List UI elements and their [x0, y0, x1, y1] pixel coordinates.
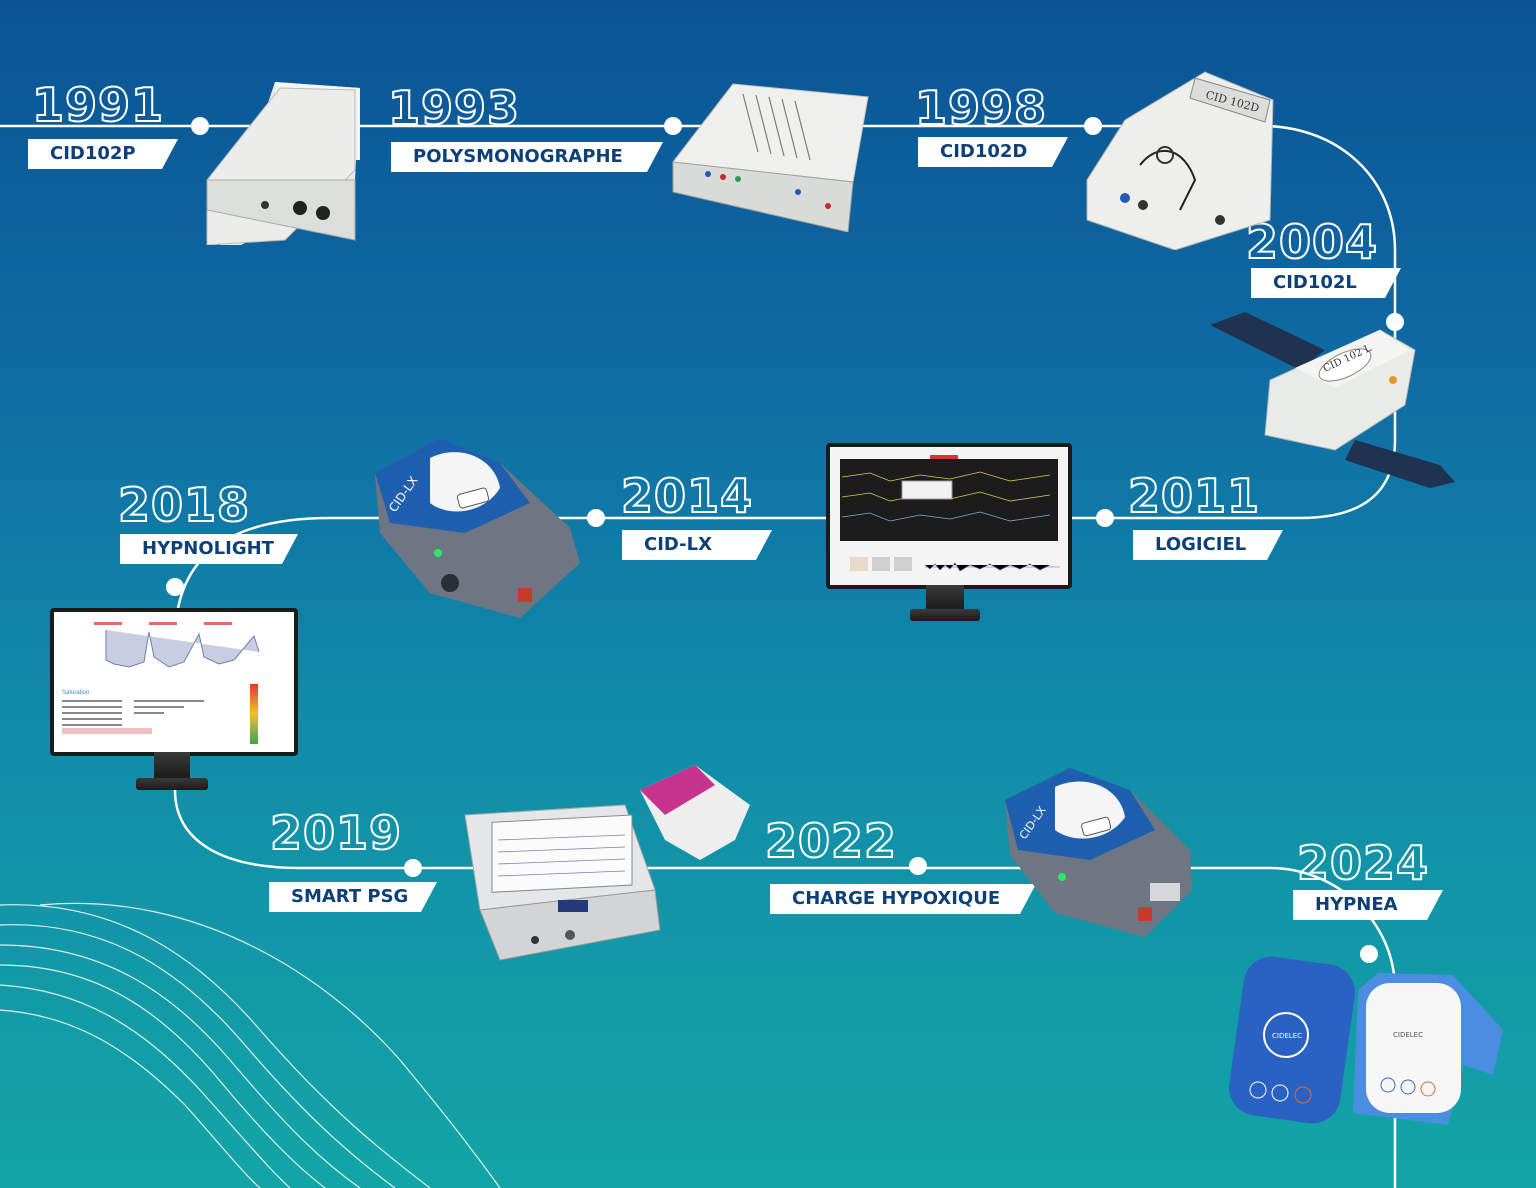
decorative-waves — [0, 902, 501, 1188]
timeline-dot-2022 — [909, 857, 927, 875]
label-smart-psg: SMART PSG — [269, 882, 437, 912]
box-device-icon — [205, 80, 365, 260]
timeline-dot-2018 — [166, 578, 184, 596]
timeline-dot-2004 — [1386, 313, 1404, 331]
label-polysmonographe: POLYSMONOGRAPHE — [391, 142, 663, 172]
year-2014: 2014 — [620, 469, 754, 523]
label-cid102p: CID102P — [28, 139, 178, 169]
timeline-dot-2024 — [1360, 945, 1378, 963]
timeline-dot-1993 — [664, 117, 682, 135]
portable-recorder-icon: CID-LX — [1000, 765, 1200, 943]
psg-console-icon — [460, 760, 750, 965]
label-cid-lx: CID-LX — [622, 530, 772, 560]
portable-recorder-icon: CID-LX — [370, 433, 585, 625]
year-2022: 2022 — [764, 814, 898, 868]
year-2019: 2019 — [269, 806, 403, 860]
monitor-icon — [826, 443, 1074, 628]
label-cid102d: CID102D — [918, 137, 1068, 167]
hypnea-brand-text-2: CIDELEC — [1393, 1031, 1423, 1039]
box-device-icon: CID 102D — [1085, 70, 1275, 251]
timeline-dot-1991 — [191, 117, 209, 135]
timeline-dot-1998 — [1084, 117, 1102, 135]
year-2018: 2018 — [117, 478, 251, 532]
wrist-device-icon: CID 102 L — [1205, 310, 1460, 490]
year-2011: 2011 — [1127, 469, 1261, 523]
year-1993: 1993 — [387, 81, 521, 135]
timeline-dot-2019 — [404, 859, 422, 877]
wearable-pair-icon: CIDELEC CIDELEC — [1228, 955, 1508, 1135]
timeline-dot-2014 — [587, 509, 605, 527]
svg-text:Saturation: Saturation — [62, 690, 89, 696]
label-cid102l: CID102L — [1251, 268, 1401, 298]
year-2004: 2004 — [1245, 215, 1379, 269]
year-2024: 2024 — [1296, 836, 1430, 890]
year-1998: 1998 — [914, 81, 1048, 135]
timeline-dot-2011 — [1096, 509, 1114, 527]
label-hypnolight: HYPNOLIGHT — [120, 534, 298, 564]
label-hypnea: HYPNEA — [1293, 890, 1443, 920]
label-logiciel: LOGICIEL — [1133, 530, 1283, 560]
label-charge-hypoxique: CHARGE HYPOXIQUE — [770, 884, 1036, 914]
hypnea-brand-text: CIDELEC — [1272, 1032, 1302, 1040]
year-1991: 1991 — [31, 78, 165, 132]
monitor-icon: Saturation — [50, 608, 300, 794]
flat-box-device-icon — [668, 82, 873, 233]
